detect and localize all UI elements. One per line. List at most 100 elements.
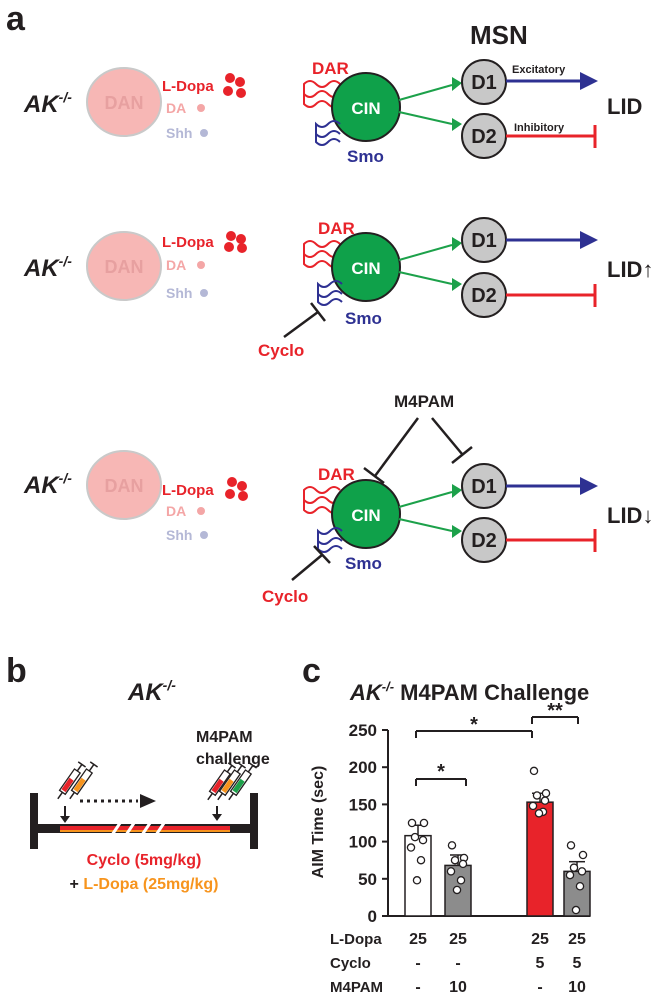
ldopa-label: L-Dopa	[162, 234, 214, 251]
lid-up-label: LID↑	[607, 257, 653, 282]
data-point	[578, 850, 588, 860]
significance-label: **	[547, 700, 563, 722]
data-point	[566, 841, 576, 850]
genotype-label: AK-/-	[23, 89, 72, 118]
table-cell: 5	[573, 955, 582, 972]
table-row-label: M4PAM	[330, 979, 383, 996]
table-cell: -	[455, 955, 460, 972]
arrow-head-icon	[60, 816, 70, 823]
smo-label: Smo	[347, 147, 384, 166]
drug-line-2: + L-Dopa (25mg/kg)	[70, 876, 219, 893]
da-label: DA	[166, 100, 186, 116]
inhibition-bar-icon	[313, 545, 331, 564]
cin-d2-projection	[398, 111, 453, 125]
genotype-label: AK-/-	[23, 470, 72, 499]
ldopa-dots	[223, 73, 246, 98]
table-cell: 25	[409, 931, 427, 948]
cin-neuron	[331, 479, 401, 549]
arrow-head-icon	[580, 231, 598, 249]
table-cell: 25	[568, 931, 586, 948]
smo-label: Smo	[345, 554, 382, 573]
shh-dot	[200, 129, 208, 137]
table-cell: 5	[536, 955, 545, 972]
data-point	[406, 843, 416, 852]
data-point	[575, 881, 585, 891]
cin-neuron	[331, 232, 401, 302]
da-dot	[197, 104, 205, 112]
cin-label: CIN	[351, 99, 380, 118]
syringe-icon-orange	[69, 761, 99, 800]
y-tick-label: 50	[358, 870, 377, 889]
dan-label: DAN	[105, 257, 144, 277]
y-axis-label: AIM Time (sec)	[310, 766, 327, 879]
arrow-head-icon	[580, 477, 598, 495]
msn-title: MSN	[470, 20, 528, 50]
table-cell: -	[415, 979, 420, 996]
arrow-head-icon	[580, 72, 598, 90]
synapse-icon	[452, 237, 462, 251]
dan-label: DAN	[105, 93, 144, 113]
synapse-icon	[452, 278, 462, 291]
table-cell: 10	[449, 979, 467, 996]
data-point	[416, 855, 426, 865]
chart-title: AK-/- M4PAM Challenge	[349, 679, 589, 705]
challenge-line-1: M4PAM	[196, 729, 253, 746]
y-tick-label: 250	[349, 721, 377, 740]
significance-label: *	[470, 714, 478, 736]
d1-label: D1	[471, 476, 497, 498]
da-label: DA	[166, 503, 186, 519]
dar-label: DAR	[318, 219, 355, 238]
bar	[526, 801, 554, 917]
d1-label: D1	[471, 72, 497, 94]
cin-d2-projection	[398, 518, 453, 532]
genotype-label: AK-/-	[23, 253, 72, 282]
m4pam-label: M4PAM	[394, 392, 454, 411]
inhibition-bar-icon	[310, 302, 326, 322]
cin-d2-projection	[398, 271, 453, 285]
cin-neuron	[331, 72, 401, 142]
da-dot	[197, 261, 205, 269]
panel-b: b AK-/- M4PAM challenge	[6, 652, 270, 893]
cyclo-inhibition-line	[283, 310, 319, 339]
ldopa-dots	[225, 477, 248, 501]
smo-receptor-icon	[315, 120, 341, 146]
dan-neuron	[86, 67, 162, 137]
synapse-icon	[452, 118, 462, 131]
y-tick-label: 100	[349, 833, 377, 852]
arrow-head-icon	[140, 794, 156, 808]
dan-label: DAN	[105, 476, 144, 496]
data-point	[450, 855, 460, 865]
data-point	[565, 870, 575, 880]
timeline-start-post	[30, 793, 38, 849]
shh-label: Shh	[166, 125, 192, 141]
data-point	[458, 859, 468, 869]
y-tick-label: 200	[349, 758, 377, 777]
smo-receptor-icon	[317, 527, 343, 553]
m4pam-cin-line	[373, 417, 420, 477]
cin-d1-projection	[398, 244, 453, 261]
table-cell: -	[537, 979, 542, 996]
smo-receptor-icon	[317, 280, 343, 306]
dar-label: DAR	[312, 59, 349, 78]
table-cell: -	[415, 955, 420, 972]
d2-label: D2	[471, 530, 497, 552]
data-point	[410, 832, 420, 842]
significance-label: *	[437, 761, 445, 783]
shh-label: Shh	[166, 527, 192, 543]
m4pam-d1-line	[431, 417, 463, 455]
panel-b-title: AK-/-	[127, 677, 176, 706]
data-point	[571, 905, 581, 915]
inhibition-bar-icon	[363, 467, 385, 484]
synapse-icon	[452, 484, 462, 498]
lid-label: LID	[607, 94, 642, 119]
significance-markers: ****	[415, 700, 579, 786]
drug-line-1: Cyclo (5mg/kg)	[87, 852, 202, 869]
synapse-icon	[452, 525, 462, 538]
table-row-label: L-Dopa	[330, 931, 382, 948]
data-point	[418, 835, 428, 845]
syringe-icon-green	[228, 762, 258, 801]
data-point	[419, 818, 429, 828]
smo-label: Smo	[345, 309, 382, 328]
